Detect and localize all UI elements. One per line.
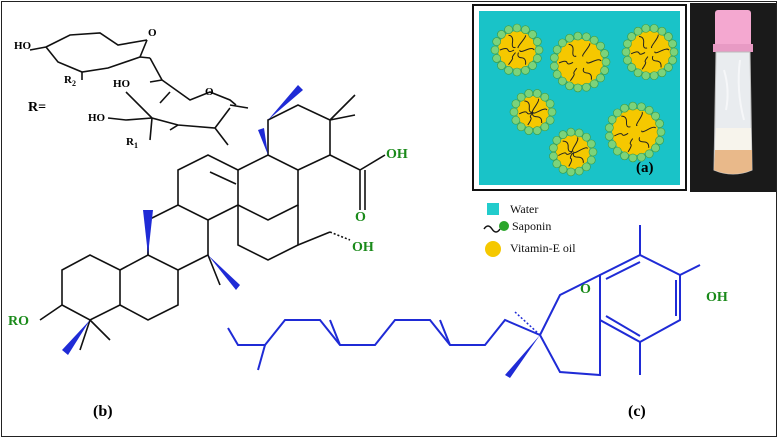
emulsion-illustration	[472, 4, 687, 191]
o-label-1: O	[148, 27, 157, 39]
oil-droplet	[550, 31, 611, 93]
ro-label: RO	[8, 314, 29, 329]
acid-o-label: O	[355, 210, 366, 225]
saponin-wedges	[62, 85, 303, 355]
legend-water-label: Water	[510, 202, 539, 216]
panel-a-label: (a)	[636, 160, 654, 176]
saponin-head-icon	[499, 221, 509, 231]
r2-subscript: 2	[71, 79, 76, 89]
ho-label-2: HO	[113, 78, 131, 90]
oil-droplets	[490, 23, 679, 177]
legend-oil-label: Vitamin-E oil	[510, 241, 576, 255]
r-equals-label: R=	[28, 100, 47, 115]
o-label-2: O	[205, 86, 214, 98]
acid-oh-label: OH	[386, 147, 408, 162]
oil-droplet	[509, 89, 557, 135]
saponin-tail-icon	[483, 225, 501, 233]
tocopherol-o-label: O	[580, 282, 591, 297]
r1-subscript: 1	[133, 141, 138, 151]
r2-label: R2	[64, 74, 76, 88]
tocopherol-wedges	[505, 335, 540, 378]
oil-droplet	[549, 127, 598, 177]
legend-saponin-label: Saponin	[512, 219, 552, 233]
ho-label-3: HO	[88, 112, 106, 124]
oil-droplet	[605, 101, 666, 163]
ring-oh-label: OH	[352, 240, 374, 255]
r1-label: R1	[126, 136, 138, 150]
water-icon	[487, 203, 499, 215]
saponin-structure	[29, 32, 386, 351]
tocopherol-oh-label: OH	[706, 290, 728, 305]
vial-photo	[690, 3, 776, 192]
r1-letter: R	[126, 136, 134, 148]
ho-label-1: HO	[14, 40, 32, 52]
panel-b-label: (b)	[93, 403, 113, 420]
legend-icons	[483, 203, 509, 257]
oil-droplet	[621, 24, 679, 80]
oil-droplet	[490, 23, 544, 77]
r2-letter: R	[64, 74, 72, 86]
tocopherol-structure	[227, 225, 700, 375]
panel-c-label: (c)	[628, 403, 646, 420]
tocopherol-hash	[514, 311, 541, 336]
oil-icon	[485, 241, 501, 257]
